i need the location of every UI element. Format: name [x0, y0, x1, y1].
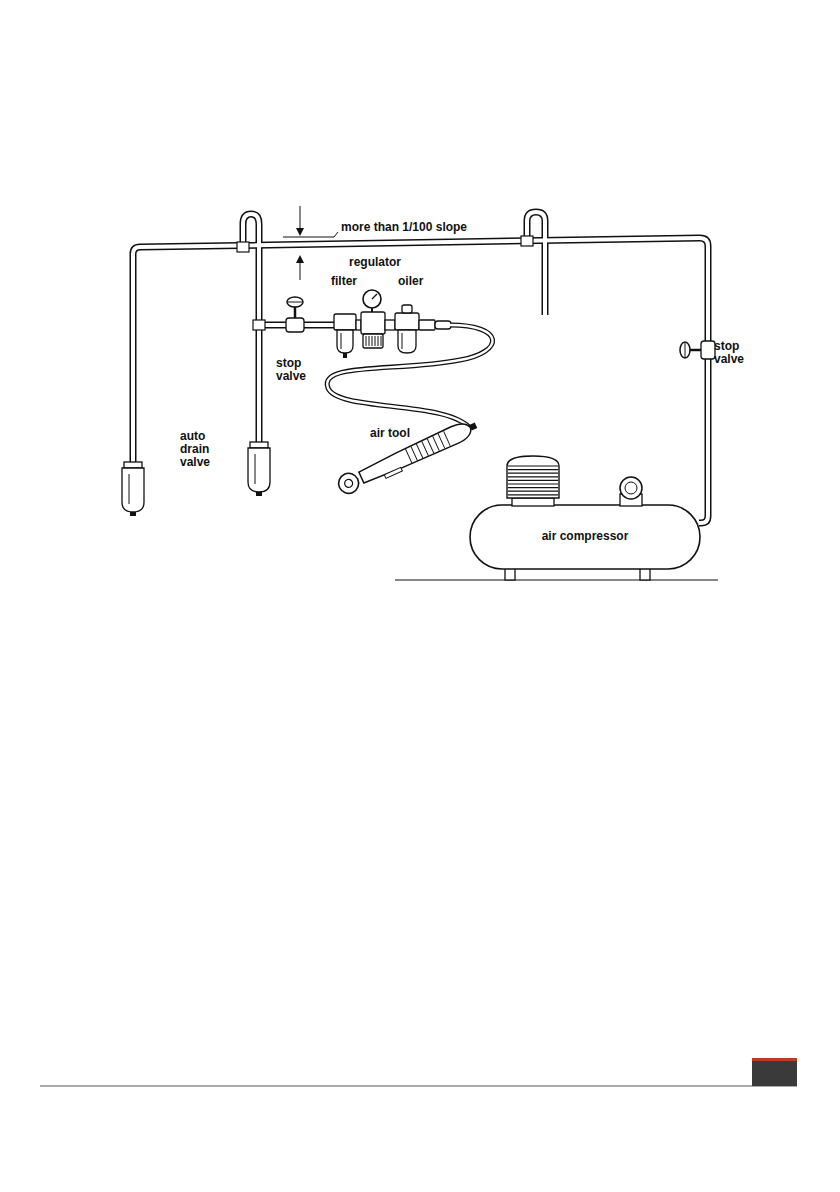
part-label: stop valve	[714, 340, 754, 366]
air-hose	[327, 325, 492, 428]
part-label: regulator	[349, 256, 401, 269]
pipe-tee	[253, 320, 265, 330]
air-pipe	[133, 212, 708, 523]
pipe-tee	[521, 236, 533, 246]
stop-valve	[286, 297, 304, 332]
dimension-note: more than 1/100 slope	[341, 221, 467, 234]
slope-dimension	[283, 206, 338, 280]
part-label: oiler	[398, 275, 423, 288]
node-text: air compressor	[542, 530, 629, 543]
page-footer	[40, 1058, 797, 1086]
auto-drain-valve	[122, 462, 144, 516]
part-label: filter	[331, 275, 357, 288]
part-label: air tool	[370, 427, 410, 440]
compressor-tank: air compressor	[480, 512, 690, 562]
auto-drain-valve	[248, 442, 270, 496]
stop-valve	[680, 341, 715, 359]
part-label: auto drain valve	[180, 430, 220, 470]
pipe-tee	[237, 242, 249, 252]
air-tool	[335, 416, 480, 497]
air-compressor-illustration	[395, 456, 718, 580]
filter-regulator-oiler	[334, 290, 451, 358]
part-label: stop valve	[276, 357, 316, 383]
